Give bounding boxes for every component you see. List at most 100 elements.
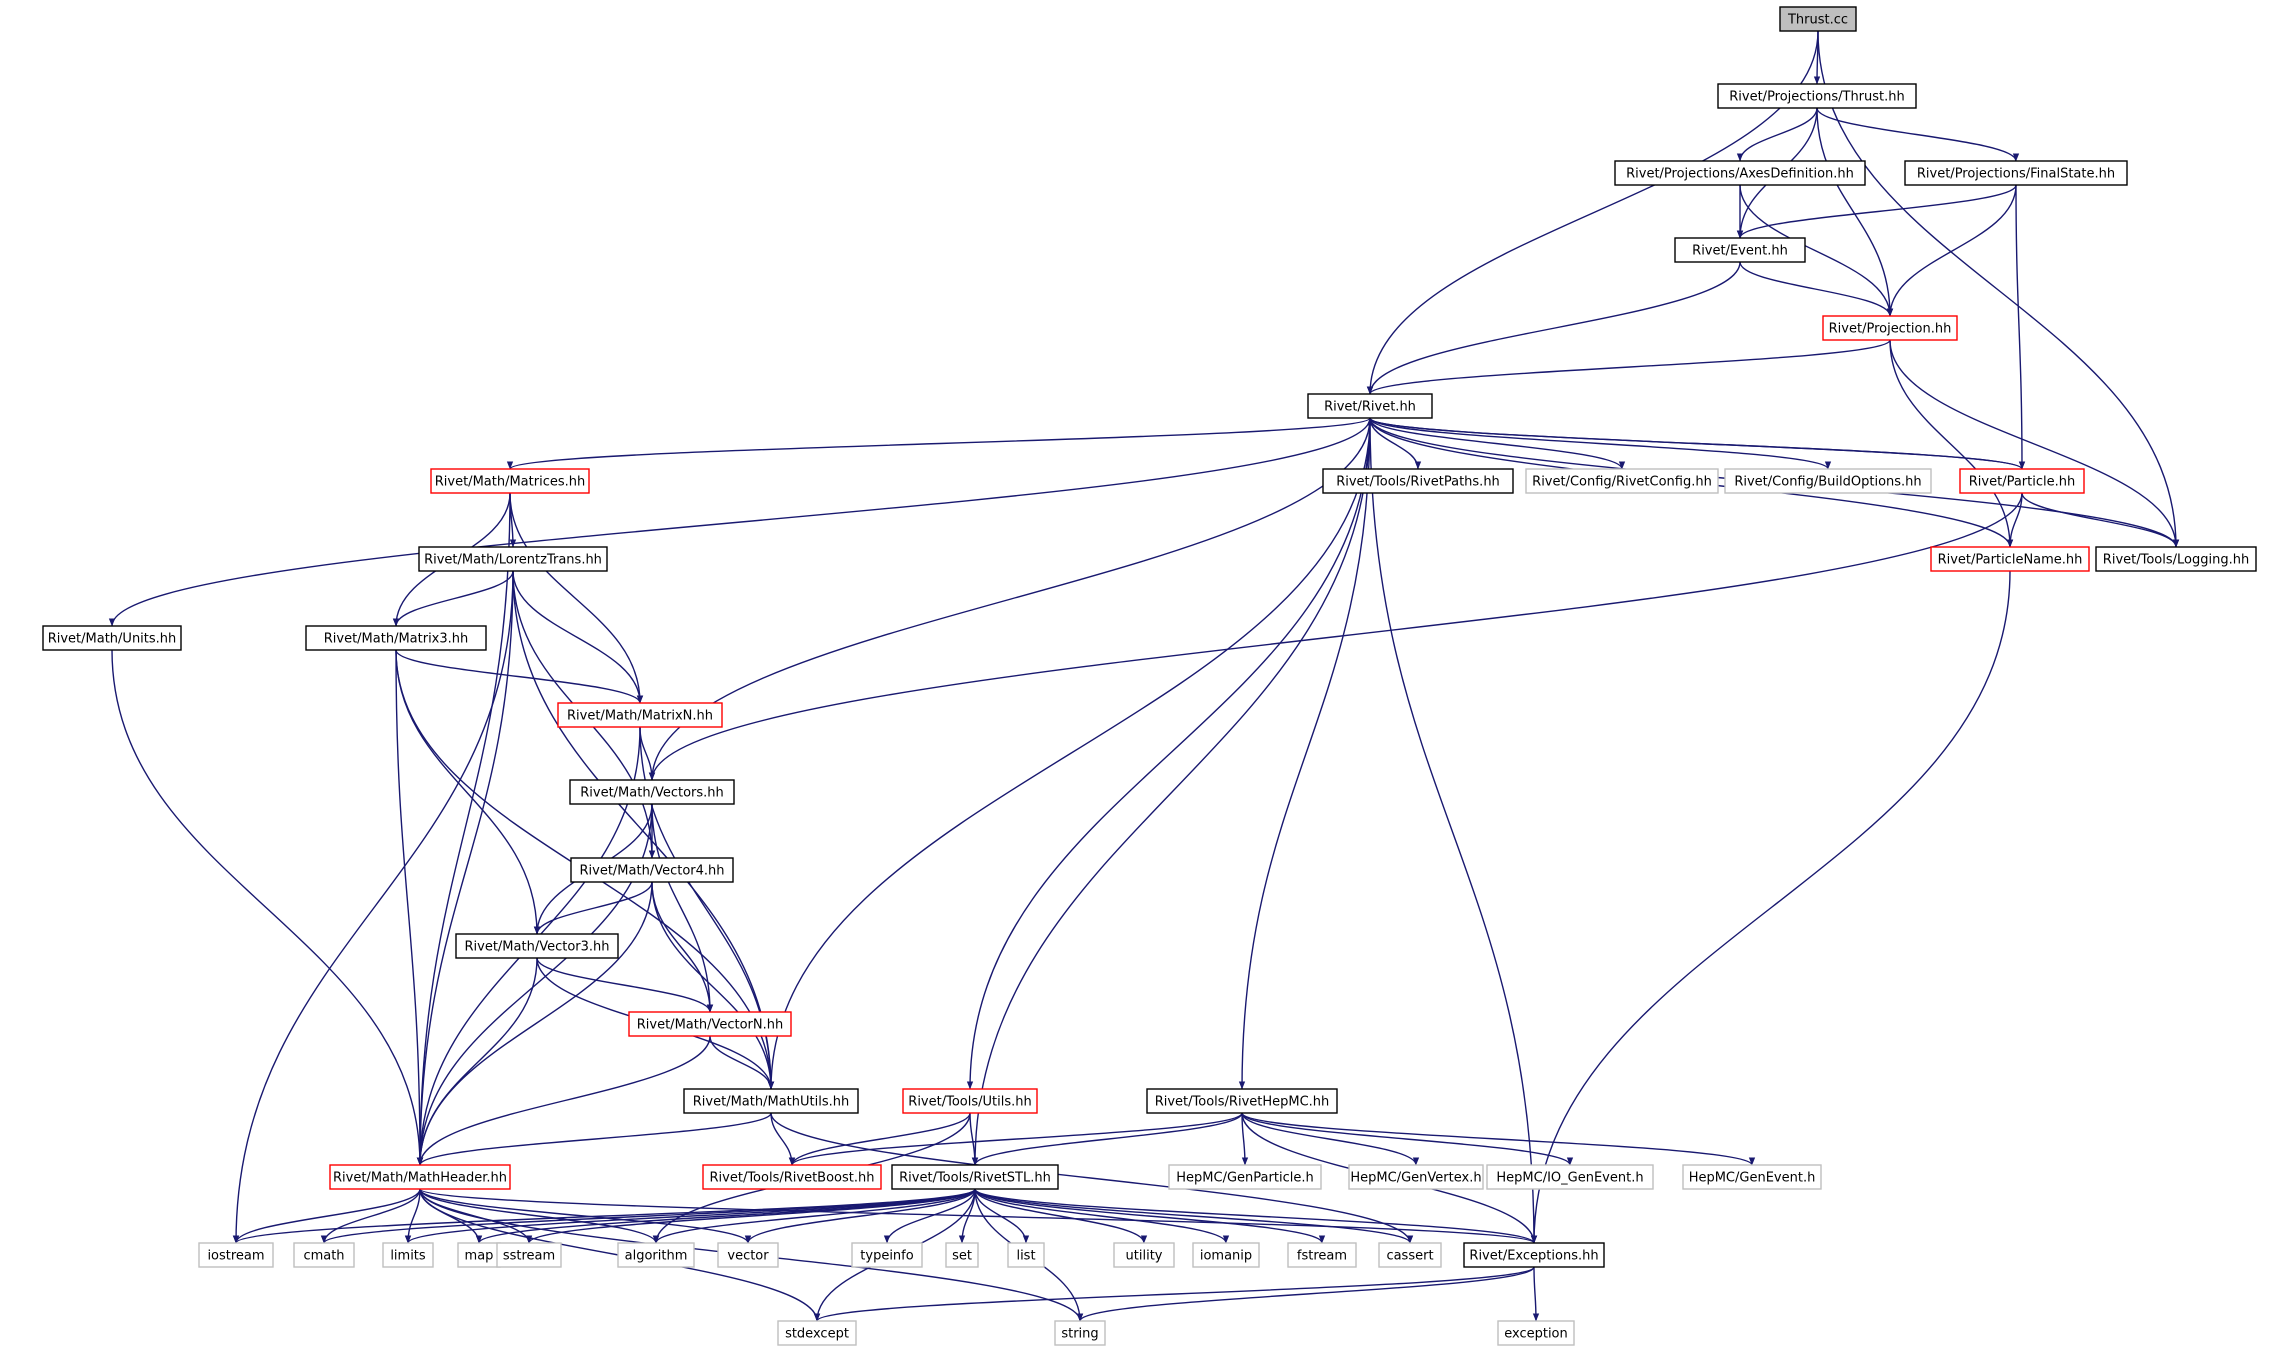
edge-rivet-to-units — [108, 417, 1371, 627]
node-box — [1322, 468, 1514, 494]
node-label: exception — [1504, 1327, 1568, 1342]
node-label: limits — [390, 1249, 426, 1264]
node-label: Rivet/Math/VectorN.hh — [637, 1018, 783, 1033]
node-mathheader[interactable]: Rivet/Math/MathHeader.hh — [329, 1164, 511, 1190]
edge-units-to-mathheader — [111, 649, 424, 1166]
edge-rivet_stl-to-sstream — [525, 1188, 976, 1244]
edge-rivet_stl-to-map — [475, 1188, 976, 1244]
edge-rivet-to-rivet_stl — [971, 417, 1371, 1166]
node-vector4[interactable]: Rivet/Math/Vector4.hh — [570, 857, 734, 883]
node-box — [1054, 1320, 1106, 1346]
node-rivet-stl[interactable]: Rivet/Tools/RivetSTL.hh — [891, 1164, 1059, 1190]
node-label: Rivet/Math/LorentzTrans.hh — [424, 553, 602, 568]
node-box — [1007, 1242, 1045, 1268]
edge-rivet-to-build_options — [1369, 417, 1832, 470]
node-thrust-cc[interactable]: Thrust.cc — [1779, 6, 1857, 32]
node-gen-vertex: HepMC/GenVertex.h — [1348, 1164, 1484, 1190]
edge-rivet_hepmc-to-io_genevent — [1241, 1112, 1574, 1166]
edge-mathheader-to-exceptions — [419, 1188, 1537, 1244]
node-particle[interactable]: Rivet/Particle.hh — [1959, 468, 2085, 494]
node-rivet-hepmc[interactable]: Rivet/Tools/RivetHepMC.hh — [1146, 1088, 1338, 1114]
node-vectorn[interactable]: Rivet/Math/VectorN.hh — [628, 1011, 792, 1037]
edge-rivet_hepmc-to-rivet_stl — [971, 1112, 1243, 1166]
node-label: Rivet/Projection.hh — [1829, 322, 1952, 337]
node-box — [1348, 1164, 1484, 1190]
edge-matrix3-to-matrixn — [395, 649, 644, 704]
node-utility: utility — [1113, 1242, 1175, 1268]
node-label: Rivet/Tools/Logging.hh — [2103, 553, 2249, 568]
node-matrices[interactable]: Rivet/Math/Matrices.hh — [430, 468, 590, 494]
node-map: map — [457, 1242, 501, 1268]
node-layer: Thrust.ccRivet/Projections/Thrust.hhRive… — [42, 6, 2257, 1346]
node-box — [557, 702, 723, 728]
node-tools-utils[interactable]: Rivet/Tools/Utils.hh — [902, 1088, 1038, 1114]
node-rivet[interactable]: Rivet/Rivet.hh — [1307, 393, 1433, 419]
node-logging[interactable]: Rivet/Tools/Logging.hh — [2095, 546, 2257, 572]
node-label: iomanip — [1200, 1249, 1252, 1264]
edge-matrix3-to-vector3 — [395, 649, 541, 935]
edge-rivet-to-matrices — [507, 417, 1371, 470]
node-box — [418, 546, 608, 572]
node-set: set — [945, 1242, 979, 1268]
node-box — [1724, 468, 1932, 494]
edge-rivet_hepmc-to-rivet_boost — [788, 1112, 1243, 1166]
node-event[interactable]: Rivet/Event.hh — [1674, 237, 1806, 263]
node-label: HepMC/GenVertex.h — [1350, 1171, 1481, 1186]
node-gen-event: HepMC/GenEvent.h — [1682, 1164, 1822, 1190]
node-label: HepMC/GenParticle.h — [1176, 1171, 1313, 1186]
node-label: fstream — [1297, 1249, 1347, 1264]
node-rivet-boost[interactable]: Rivet/Tools/RivetBoost.hh — [702, 1164, 882, 1190]
node-label: Rivet/Projections/Thrust.hh — [1729, 90, 1905, 105]
node-units[interactable]: Rivet/Math/Units.hh — [42, 625, 182, 651]
node-projection[interactable]: Rivet/Projection.hh — [1822, 315, 1958, 341]
edge-rivet_stl-to-typeinfo — [883, 1188, 976, 1244]
node-sstream: sstream — [496, 1242, 562, 1268]
edge-rivet-to-tools_utils — [966, 417, 1371, 1090]
node-label: Thrust.cc — [1787, 13, 1848, 28]
edge-matrices-to-mathheader — [416, 492, 511, 1166]
edge-matrices-to-matrixn — [509, 492, 644, 704]
node-io-genevent: HepMC/IO_GenEvent.h — [1486, 1164, 1654, 1190]
edge-mathheader-to-cmath — [320, 1188, 421, 1244]
node-box — [1614, 160, 1866, 186]
node-label: Rivet/Math/MatrixN.hh — [567, 709, 713, 724]
node-box — [42, 625, 182, 651]
node-string: string — [1054, 1320, 1106, 1346]
node-box — [198, 1242, 274, 1268]
node-box — [1168, 1164, 1322, 1190]
node-box — [891, 1164, 1059, 1190]
node-label: Rivet/Event.hh — [1692, 244, 1788, 259]
edge-vector3-to-mathheader — [416, 957, 538, 1166]
node-matrixn[interactable]: Rivet/Math/MatrixN.hh — [557, 702, 723, 728]
node-final-state[interactable]: Rivet/Projections/FinalState.hh — [1904, 160, 2128, 186]
edge-mathutils-to-mathheader — [416, 1112, 772, 1166]
node-box — [1717, 83, 1917, 109]
node-box — [1146, 1088, 1338, 1114]
node-label: map — [465, 1249, 494, 1264]
node-label: Rivet/Projections/FinalState.hh — [1917, 167, 2115, 182]
node-particle-name[interactable]: Rivet/ParticleName.hh — [1930, 546, 2090, 572]
node-lorentz[interactable]: Rivet/Math/LorentzTrans.hh — [418, 546, 608, 572]
node-vector3[interactable]: Rivet/Math/Vector3.hh — [455, 933, 619, 959]
node-matrix3[interactable]: Rivet/Math/Matrix3.hh — [305, 625, 487, 651]
node-mathutils[interactable]: Rivet/Math/MathUtils.hh — [683, 1088, 859, 1114]
node-exception: exception — [1497, 1320, 1575, 1346]
node-box — [717, 1242, 779, 1268]
node-label: Rivet/Math/Matrices.hh — [435, 475, 585, 490]
node-box — [1779, 6, 1857, 32]
edge-rivet_stl-to-exceptions — [974, 1188, 1538, 1244]
node-label: Rivet/Math/Vector4.hh — [579, 864, 724, 879]
node-box — [329, 1164, 511, 1190]
edge-rivet_stl-to-fstream — [974, 1188, 1326, 1244]
node-axes-def[interactable]: Rivet/Projections/AxesDefinition.hh — [1614, 160, 1866, 186]
node-proj-thrust[interactable]: Rivet/Projections/Thrust.hh — [1717, 83, 1917, 109]
edge-mathutils-to-cassert — [770, 1112, 1414, 1244]
node-box — [1525, 468, 1719, 494]
node-rivet-paths[interactable]: Rivet/Tools/RivetPaths.hh — [1322, 468, 1514, 494]
edge-event-to-projection — [1739, 261, 1894, 317]
node-box — [569, 779, 735, 805]
node-box — [683, 1088, 859, 1114]
node-vectors[interactable]: Rivet/Math/Vectors.hh — [569, 779, 735, 805]
node-exceptions[interactable]: Rivet/Exceptions.hh — [1463, 1242, 1605, 1268]
